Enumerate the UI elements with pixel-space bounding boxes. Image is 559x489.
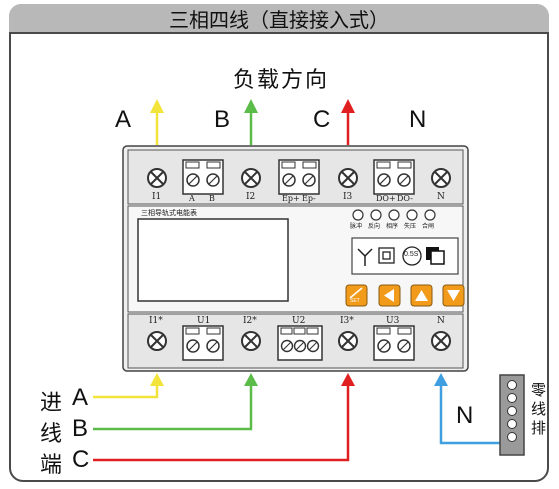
- incoming-label-char-3: 端: [40, 453, 63, 478]
- terminal-label-b: B: [209, 194, 215, 203]
- bottom-block-u3: [373, 325, 415, 361]
- top-neutral-label: N: [409, 106, 427, 133]
- terminal-label-ep-neg: Ep-: [302, 194, 316, 203]
- terminal-label-do-pos: DO+: [376, 194, 396, 203]
- neutral-wire: [434, 373, 500, 445]
- terminal-label-do-neg: DO-: [397, 194, 413, 203]
- top-screw-n: [431, 168, 451, 188]
- y-connection-icon: [357, 248, 373, 266]
- incoming-label-char-1: 进: [40, 391, 63, 416]
- indicator-leds: [352, 209, 436, 221]
- bottom-screw-i3-star: [338, 331, 358, 351]
- terminal-label-a: A: [189, 194, 195, 203]
- neutral-bar-label-char-3: 排: [531, 419, 547, 437]
- bottom-screw-i1-star: [147, 331, 167, 351]
- accuracy-class-badge: [402, 246, 422, 266]
- set-button-label: SET: [350, 298, 360, 304]
- terminal-label-i3: I3: [343, 192, 353, 202]
- up-button[interactable]: [410, 284, 433, 307]
- terminal-label-u3: U3: [386, 316, 400, 326]
- double-insulation-icon: [378, 247, 395, 264]
- incoming-phase-a: A: [72, 384, 89, 411]
- indicator-label-reverse: 反向: [368, 223, 381, 230]
- top-phase-c-label: C: [313, 106, 331, 133]
- accuracy-class-text: 0.5S: [404, 251, 419, 258]
- set-button[interactable]: [345, 284, 368, 307]
- bottom-screw-i2-star: [241, 331, 261, 351]
- top-arrow-b: [244, 99, 258, 145]
- indicator-label-pulse: 脉冲: [350, 223, 363, 230]
- terminal-label-i3-star: I3*: [340, 316, 354, 326]
- incoming-wire-a: [93, 373, 164, 399]
- neutral-bar: [499, 374, 525, 456]
- terminal-label-i2-star: I2*: [243, 316, 257, 326]
- neutral-bar-label-char-1: 零: [531, 381, 547, 399]
- top-block-ab: [182, 159, 224, 195]
- incoming-phase-b: B: [72, 415, 89, 442]
- indicator-label-close: 合闸: [422, 223, 435, 230]
- top-arrow-c: [341, 99, 355, 145]
- neutral-wire-label: N: [456, 402, 474, 429]
- bottom-screw-n: [431, 331, 451, 351]
- top-block-do: [373, 159, 415, 195]
- indicator-label-sequence: 相序: [386, 223, 399, 230]
- neutral-bar-label-char-2: 线: [531, 400, 547, 418]
- terminal-label-n-bottom: N: [437, 316, 445, 326]
- top-screw-i3: [338, 168, 358, 188]
- terminal-label-u1: U1: [197, 316, 211, 326]
- terminal-label-i2: I2: [246, 192, 256, 202]
- lcd-screen: [137, 218, 289, 302]
- bottom-block-u1: [182, 325, 224, 361]
- down-button[interactable]: [442, 284, 465, 307]
- left-button[interactable]: [378, 284, 401, 307]
- top-screw-i2: [241, 168, 261, 188]
- indicator-label-voltage-loss: 失压: [404, 223, 417, 230]
- top-phase-b-label: B: [214, 106, 231, 133]
- incoming-wire-b: [93, 373, 258, 431]
- terminal-label-ep-pos: Ep+: [282, 194, 300, 203]
- meter-name: 三相导轨式电能表: [141, 209, 197, 217]
- terminal-label-i1-star: I1*: [149, 316, 163, 326]
- incoming-phase-c: C: [72, 446, 90, 473]
- diagram-title: 三相四线（直接接入式）: [9, 4, 549, 34]
- terminal-label-n-top: N: [437, 192, 445, 202]
- meter-type-icon: [426, 247, 445, 265]
- top-block-ep: [278, 159, 320, 195]
- bottom-block-u2: [277, 325, 323, 361]
- top-screw-i1: [147, 168, 167, 188]
- incoming-label-char-2: 线: [40, 422, 63, 447]
- terminal-label-i1: I1: [152, 192, 162, 202]
- load-direction-label: 负载方向: [233, 68, 330, 93]
- top-phase-a-label: A: [115, 106, 132, 133]
- terminal-label-u2: U2: [292, 316, 306, 326]
- incoming-wire-c: [93, 373, 355, 462]
- top-arrow-a: [150, 99, 164, 145]
